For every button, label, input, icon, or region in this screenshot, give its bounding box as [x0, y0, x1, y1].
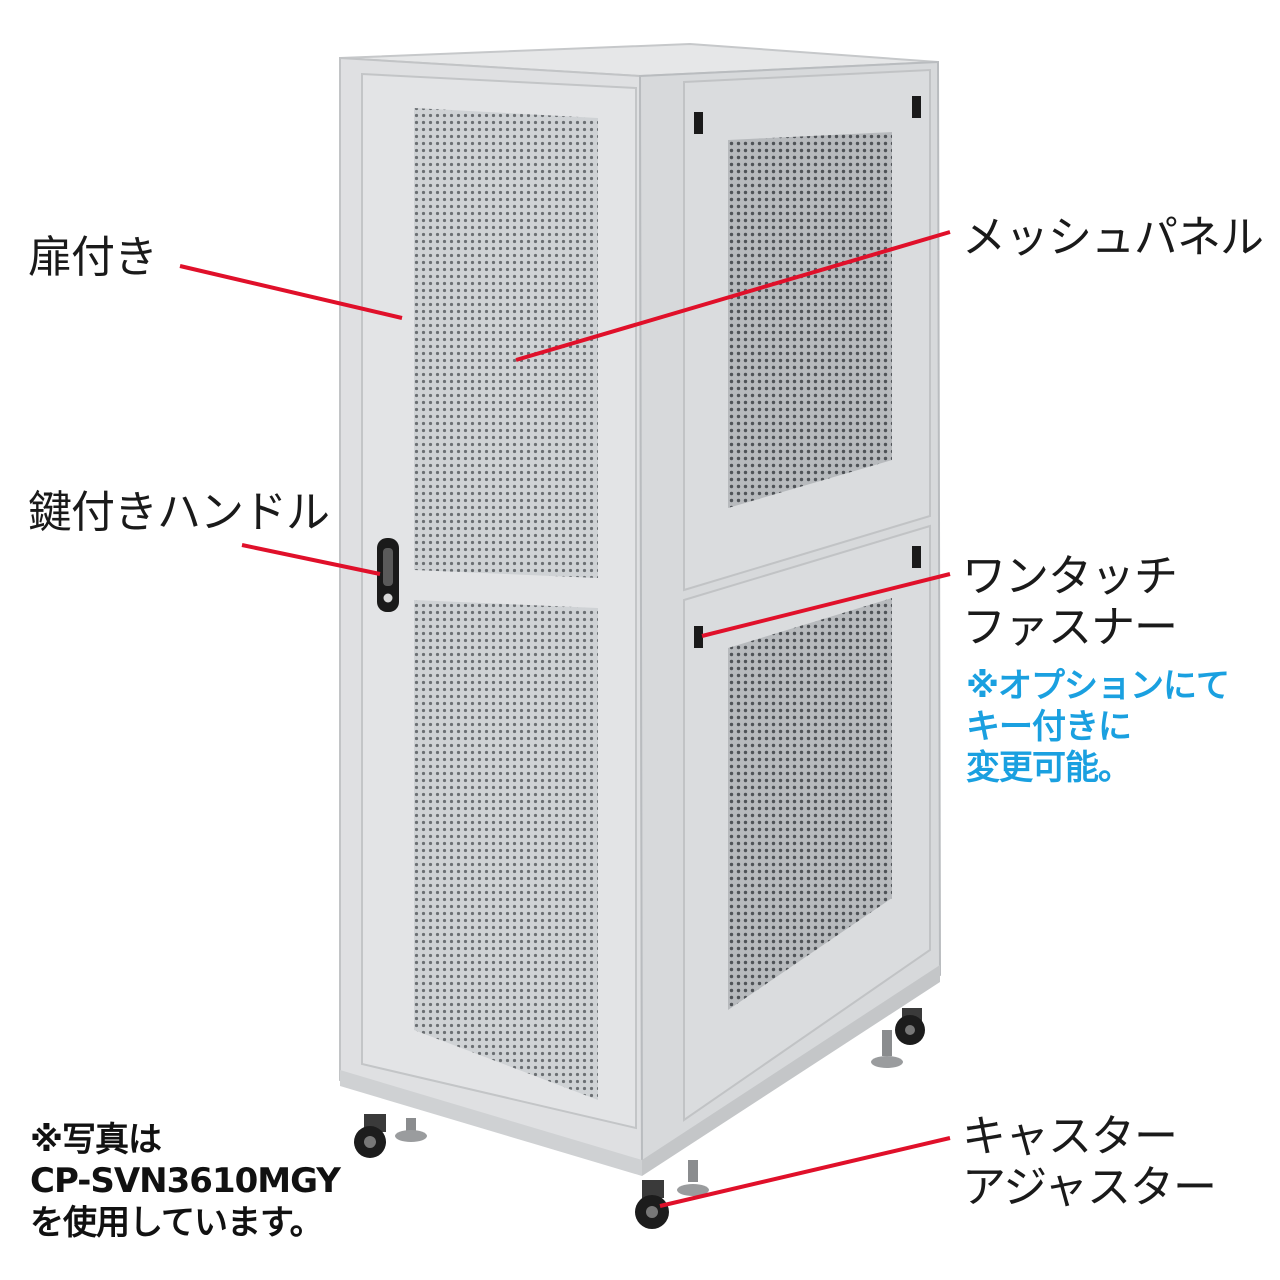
adjuster-front-left [395, 1118, 427, 1142]
lock-handle-grip [383, 548, 393, 586]
door-mesh-lower [414, 600, 598, 1100]
rack-base-side [642, 965, 940, 1176]
callout-line-fastener [701, 572, 951, 638]
adjuster-front-right [677, 1160, 709, 1196]
side-mesh-upper [728, 132, 892, 508]
caster-front-left [354, 1114, 386, 1158]
photo-note: ※写真は CP-SVN3610MGY を使用しています。 [30, 1120, 341, 1243]
lock-keyhole [383, 593, 393, 603]
fastener-icon [912, 546, 921, 568]
label-fastener-note: ※オプションにて キー付きに 変更可能。 [966, 666, 1230, 788]
callout-line-mesh [515, 230, 951, 362]
label-caster: キャスター アジャスター [962, 1111, 1217, 1213]
label-mesh-panel: メッシュパネル [962, 212, 1264, 263]
adjuster-rear [871, 1030, 903, 1068]
callout-line-door [179, 264, 403, 320]
rack-base-front [340, 1070, 642, 1176]
side-mesh-lower [728, 598, 892, 1010]
fastener-icon [912, 96, 921, 118]
label-door: 扉付き [28, 232, 158, 283]
caster-rear-right [895, 1008, 925, 1045]
callout-line-handle [241, 543, 381, 576]
callout-line-caster [659, 1136, 951, 1208]
label-fastener: ワンタッチ ファスナー [962, 551, 1178, 653]
caster-front-right [635, 1180, 669, 1229]
door-mesh-upper [414, 108, 598, 578]
fastener-icon [694, 112, 703, 134]
fastener-icon [694, 626, 703, 648]
label-lock-handle: 鍵付きハンドル [28, 487, 330, 538]
